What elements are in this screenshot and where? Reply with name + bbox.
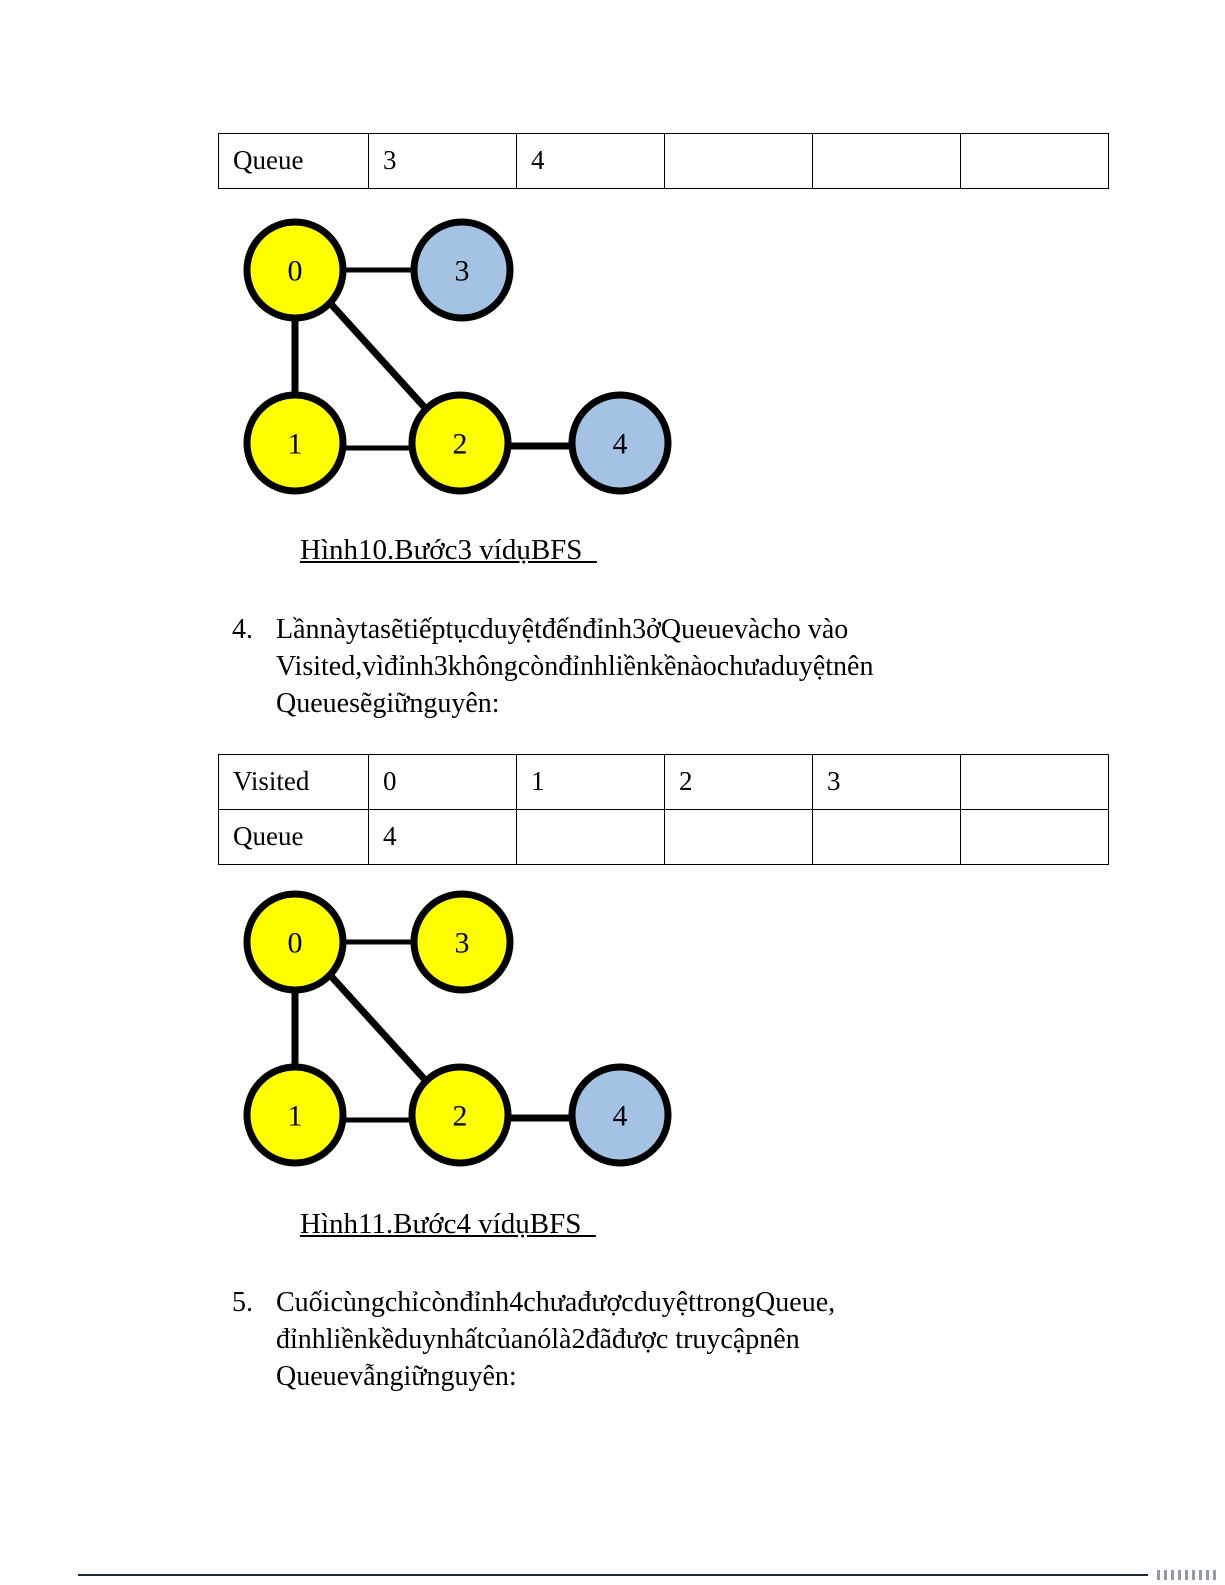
visited-cell-5 [960, 754, 1109, 810]
queue-cell-2 [516, 809, 665, 865]
list-line: Queuesẽgiữnguyên: [276, 687, 500, 719]
list-body-5: Cuốicùngchỉcònđỉnh4chưađượcduyệttrongQue… [276, 1285, 992, 1396]
list-body-4: Lầnnàytasẽtiếptụcduyệtđếnđỉnh3ởQueuevàch… [276, 612, 992, 723]
list-line: Lầnnàytasẽtiếptụcduyệtđếnđỉnh3ởQueuevàch… [276, 614, 849, 645]
figure-caption-hinh10: Hình10.Bước3 vídụBFS [300, 534, 597, 566]
queue-cell-2: 4 [516, 133, 665, 189]
queue-cell-4 [812, 809, 961, 865]
list-item-5: 5. Cuốicùngchỉcònđỉnh4chưađượcduyệttrong… [232, 1285, 992, 1396]
bfs-graph-step4: 0 3 1 2 4 [228, 880, 698, 1180]
graph-node-3-label: 3 [455, 255, 470, 288]
graph-node-1-label: 1 [288, 1100, 303, 1133]
queue-cell-5 [960, 809, 1109, 865]
queue-table-step3: Queue 3 4 [218, 133, 1109, 189]
queue-cell-1: 4 [368, 809, 517, 865]
queue-cell-5 [960, 133, 1109, 189]
list-item-4: 4. Lầnnàytasẽtiếptụcduyệtđếnđỉnh3ởQueuev… [232, 612, 992, 723]
bfs-graph-step3: 0 3 1 2 4 [228, 208, 698, 508]
queue-cell-3 [664, 809, 813, 865]
graph-node-0-label: 0 [288, 255, 303, 288]
list-marker-5: 5. [232, 1287, 253, 1318]
queue-cell-4 [812, 133, 961, 189]
table-row: Visited 0 1 2 3 [218, 754, 1109, 810]
graph-node-3 [410, 890, 514, 994]
list-line: Cuốicùngchỉcònđỉnh4chưađượcduyệttrongQue… [276, 1287, 836, 1318]
graph-node-3-label: 3 [455, 927, 470, 960]
graph-node-0 [243, 218, 347, 322]
visited-cell-1: 0 [368, 754, 517, 810]
row-label-queue: Queue [218, 133, 369, 189]
graph-node-1-label: 1 [288, 428, 303, 461]
graph-node-4 [568, 391, 672, 495]
graph-node-2 [408, 391, 512, 495]
list-line: đỉnhliềnkềduynhấtcủanólà2đãđược truycậpn… [276, 1323, 800, 1355]
graph-node-4 [568, 1063, 672, 1167]
graph-node-2 [408, 1063, 512, 1167]
list-line: Visited,vìđỉnh3khôngcònđỉnhliềnkềnàochưa… [276, 650, 874, 682]
graph-node-1 [243, 1063, 347, 1167]
visited-cell-3: 2 [664, 754, 813, 810]
list-line: Queuevẫngiữnguyên: [276, 1360, 517, 1392]
table-row: Queue 3 4 [218, 133, 1109, 189]
graph-node-1 [243, 391, 347, 495]
graph-node-2-label: 2 [453, 428, 468, 461]
graph-node-4-label: 4 [613, 1100, 628, 1133]
footer-divider [78, 1574, 1148, 1576]
graph-node-2-label: 2 [453, 1100, 468, 1133]
visited-cell-4: 3 [812, 754, 961, 810]
edge-0-2 [327, 972, 430, 1085]
graph-node-0-label: 0 [288, 927, 303, 960]
table-row: Queue 4 [218, 809, 1109, 865]
row-label-visited: Visited [218, 754, 369, 810]
figure-caption-hinh11: Hình11.Bước4 vídụBFS [300, 1208, 596, 1240]
row-label-queue: Queue [218, 809, 369, 865]
edge-0-2 [327, 300, 430, 413]
graph-node-0 [243, 890, 347, 994]
queue-cell-3 [664, 133, 813, 189]
graph-node-4-label: 4 [613, 428, 628, 461]
queue-cell-1: 3 [368, 133, 517, 189]
list-marker-4: 4. [232, 614, 253, 645]
visited-cell-2: 1 [516, 754, 665, 810]
footer-mark [1157, 1570, 1217, 1580]
visited-queue-table-step4: Visited 0 1 2 3 Queue 4 [218, 754, 1109, 865]
graph-node-3 [410, 218, 514, 322]
